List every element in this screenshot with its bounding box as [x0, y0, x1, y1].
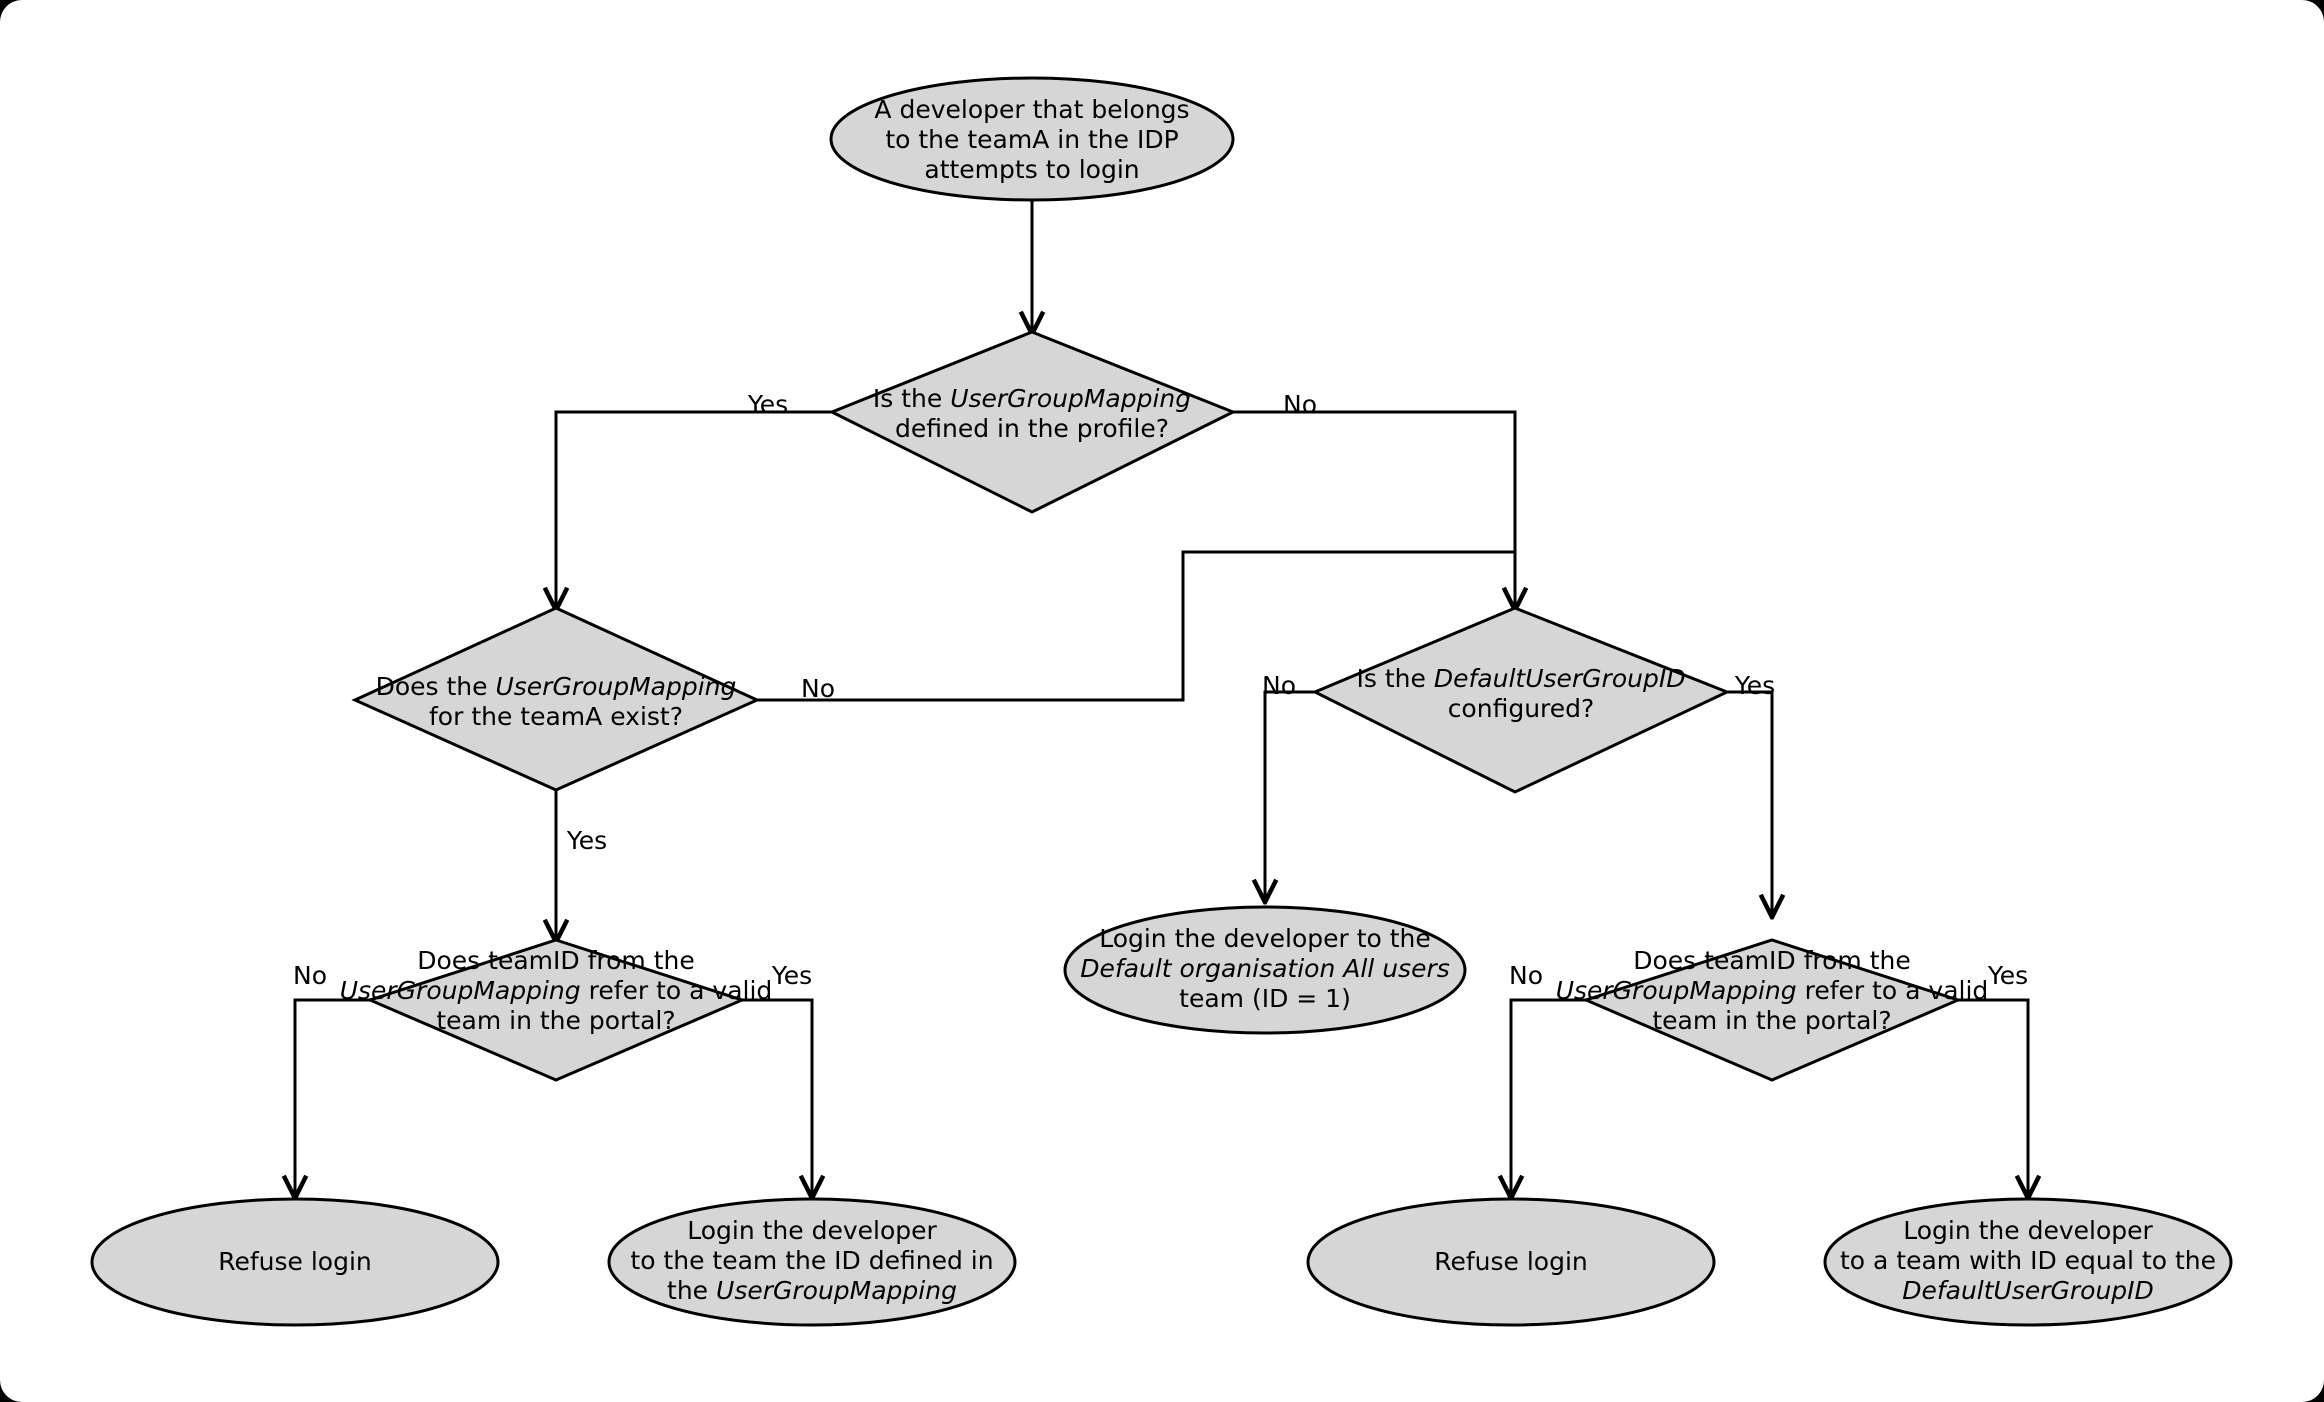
svg-text:to the teamA in the IDP: to the teamA in the IDP	[885, 125, 1178, 154]
node-login-usergroupmapping-team[interactable]	[607, 1197, 1017, 1327]
edge-label-d2-yes: Yes	[566, 826, 607, 855]
svg-text:team (ID = 1): team (ID = 1)	[1179, 984, 1351, 1013]
node-d5-teamid-valid-right[interactable]	[1581, 938, 1963, 1082]
node-refuse-login-right[interactable]	[1306, 1197, 1716, 1327]
edge-label-d3-no: No	[1262, 671, 1296, 700]
edge-d1-yes-to-d2	[556, 410, 832, 608]
svg-text:for the teamA exist?: for the teamA exist?	[429, 702, 683, 731]
node-d4-teamid-valid-left[interactable]	[365, 938, 747, 1082]
edge-d1-no-to-d3	[1233, 410, 1515, 608]
edge-label-d5-yes: Yes	[1987, 961, 2028, 990]
edge-label-d1-yes: Yes	[747, 390, 788, 419]
svg-text:UserGroupMapping refer to a va: UserGroupMapping refer to a valid	[1556, 976, 1989, 1005]
edge-label-d1-no: No	[1283, 390, 1317, 419]
edge-d2-no-merge	[757, 550, 1515, 702]
edge-label-d5-no: No	[1509, 961, 1543, 990]
node-login-default-label: Login the developer to the	[1099, 924, 1431, 953]
node-d1-usergroupmapping-defined[interactable]	[828, 330, 1237, 514]
node-login-defaultusergroupid-team[interactable]	[1823, 1197, 2233, 1327]
edge-d4-yes-to-login	[742, 998, 812, 1196]
node-login-ugm-label: Login the developer	[687, 1216, 937, 1245]
svg-text:Default organisation All users: Default organisation All users	[1080, 954, 1450, 983]
node-login-dugid-label: Login the developer	[1903, 1216, 2153, 1245]
node-refuse-login-right-label: Refuse login	[1434, 1247, 1588, 1276]
edge-d4-no-to-refuse	[295, 998, 370, 1196]
svg-text:to a team with ID equal to the: to a team with ID equal to the	[1840, 1246, 2216, 1275]
node-d2-usergroupmapping-teama[interactable]	[351, 606, 761, 792]
node-refuse-login-left[interactable]	[90, 1197, 500, 1327]
edge-d5-yes-to-login	[1958, 998, 2028, 1196]
svg-text:to the team the ID defined in: to the team the ID defined in	[630, 1246, 993, 1275]
node-start[interactable]	[829, 76, 1235, 202]
svg-text:configured?: configured?	[1448, 694, 1595, 723]
edge-d3-no-to-default	[1265, 690, 1315, 900]
node-d5-label: Does teamID from the	[1633, 946, 1910, 975]
svg-text:the UserGroupMapping: the UserGroupMapping	[667, 1276, 957, 1305]
node-login-default-organisation[interactable]	[1063, 905, 1467, 1035]
node-d2-label: Does the UserGroupMapping	[376, 672, 737, 701]
edge-d5-no-to-refuse	[1511, 998, 1586, 1196]
node-start-label: A developer that belongs	[874, 95, 1189, 124]
edge-label-d4-no: No	[293, 961, 327, 990]
node-refuse-login-left-label: Refuse login	[218, 1247, 372, 1276]
node-d3-label: Is the DefaultUserGroupID	[1357, 664, 1686, 693]
svg-text:UserGroupMapping refer to a va: UserGroupMapping refer to a valid	[340, 976, 773, 1005]
svg-text:attempts to login: attempts to login	[924, 155, 1139, 184]
edge-label-d4-yes: Yes	[771, 961, 812, 990]
node-d4-label: Does teamID from the	[417, 946, 694, 975]
svg-text:DefaultUserGroupID: DefaultUserGroupID	[1902, 1276, 2154, 1305]
edge-label-d2-no: No	[801, 674, 835, 703]
svg-text:defined in the profile?: defined in the profile?	[895, 414, 1169, 443]
node-d3-defaultusergroupid[interactable]	[1311, 606, 1731, 794]
svg-text:team in the portal?: team in the portal?	[1652, 1006, 1891, 1035]
edge-label-d3-yes: Yes	[1734, 671, 1775, 700]
svg-text:team in the portal?: team in the portal?	[436, 1006, 675, 1035]
node-d1-label: Is the UserGroupMapping	[873, 384, 1191, 413]
edge-d3-yes-to-d5	[1727, 690, 1772, 915]
